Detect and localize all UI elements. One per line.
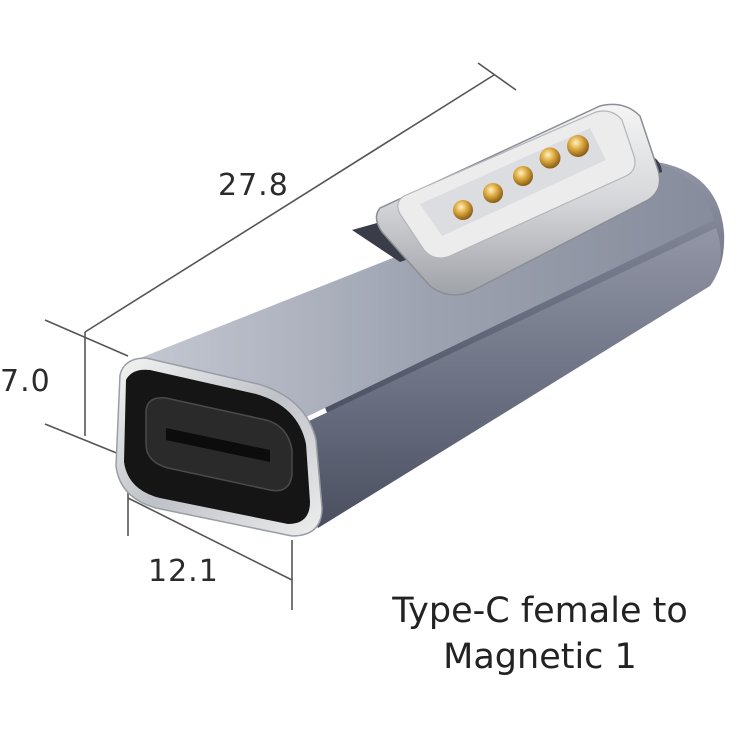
adapter-side-face: [290, 228, 721, 528]
pin-1: [567, 135, 589, 157]
pin-4: [483, 183, 503, 203]
caption-line-2: Magnetic 1: [443, 637, 637, 677]
usb-c-tongue: [166, 428, 270, 462]
pin-2: [539, 147, 561, 169]
pin-3: [513, 166, 533, 186]
height-tick-top: [44, 319, 129, 357]
length-tick-right: [477, 62, 517, 91]
length-dimension-label: 27.8: [218, 168, 289, 203]
width-dimension-line: [127, 497, 293, 581]
length-dimension-line: [84, 74, 495, 333]
magnetic-connector: [375, 103, 661, 296]
height-dimension-label: 7.0: [0, 364, 51, 399]
pin-5: [453, 200, 473, 220]
width-dimension-label: 12.1: [148, 554, 219, 589]
caption-line-1: Type-C female to: [392, 591, 688, 631]
height-tick-bottom: [44, 423, 125, 457]
usb-c-port-face: [115, 357, 323, 537]
